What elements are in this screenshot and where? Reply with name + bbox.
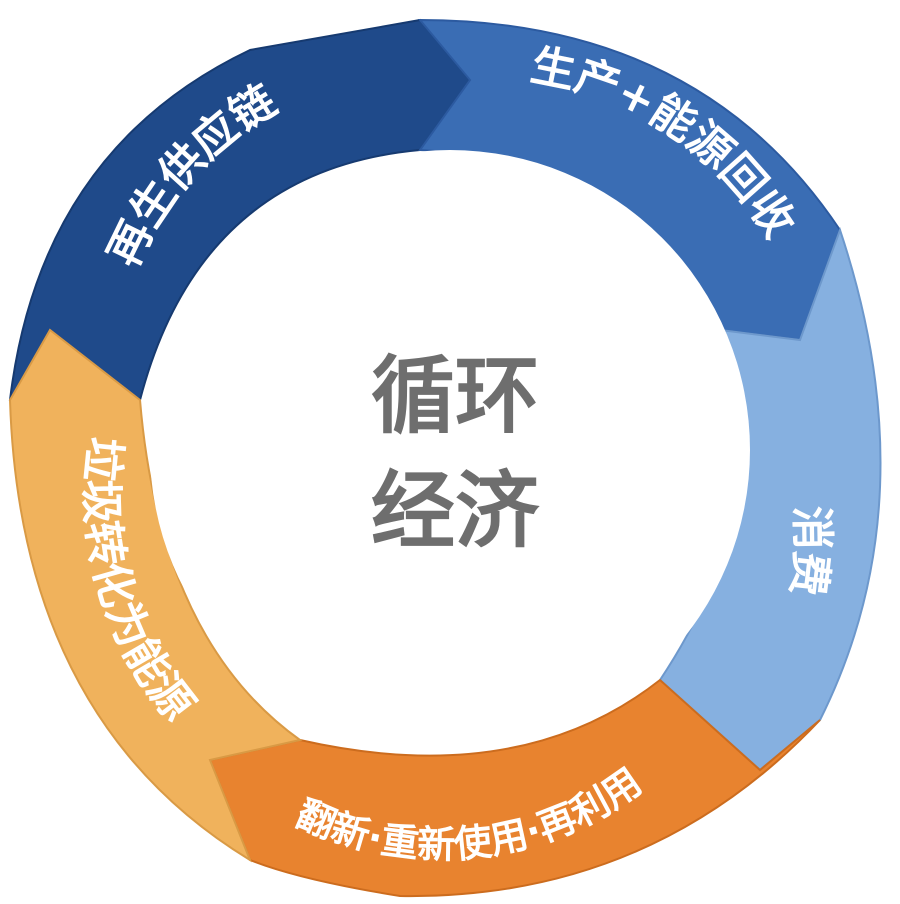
segment-waste-to-energy xyxy=(8,328,303,863)
ring xyxy=(8,18,882,898)
center-title-line2: 经济 xyxy=(371,462,540,560)
segment-refurbish-reuse xyxy=(208,678,821,898)
center-circle xyxy=(150,150,750,750)
center-title-line1: 循环 xyxy=(371,347,539,445)
